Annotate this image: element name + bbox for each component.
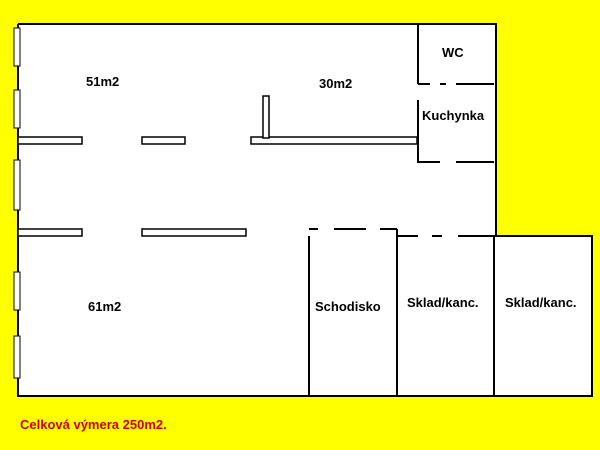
room-label-61m2: 61m2 xyxy=(88,299,121,314)
interior-walls xyxy=(308,24,496,396)
room-label-storage-2: Sklad/kanc. xyxy=(505,295,577,310)
windows-left-wall xyxy=(13,27,21,379)
room-label-51m2: 51m2 xyxy=(86,74,119,89)
room-label-stairs: Schodisko xyxy=(315,299,381,314)
floor-area xyxy=(18,24,592,396)
total-area-note: Celková výmera 250m2. xyxy=(20,417,167,432)
room-label-30m2: 30m2 xyxy=(319,76,352,91)
partition-walls xyxy=(17,95,418,237)
room-label-storage-1: Sklad/kanc. xyxy=(407,295,479,310)
room-label-kitchen: Kuchynka xyxy=(422,108,485,123)
room-label-wc: WC xyxy=(442,45,464,60)
